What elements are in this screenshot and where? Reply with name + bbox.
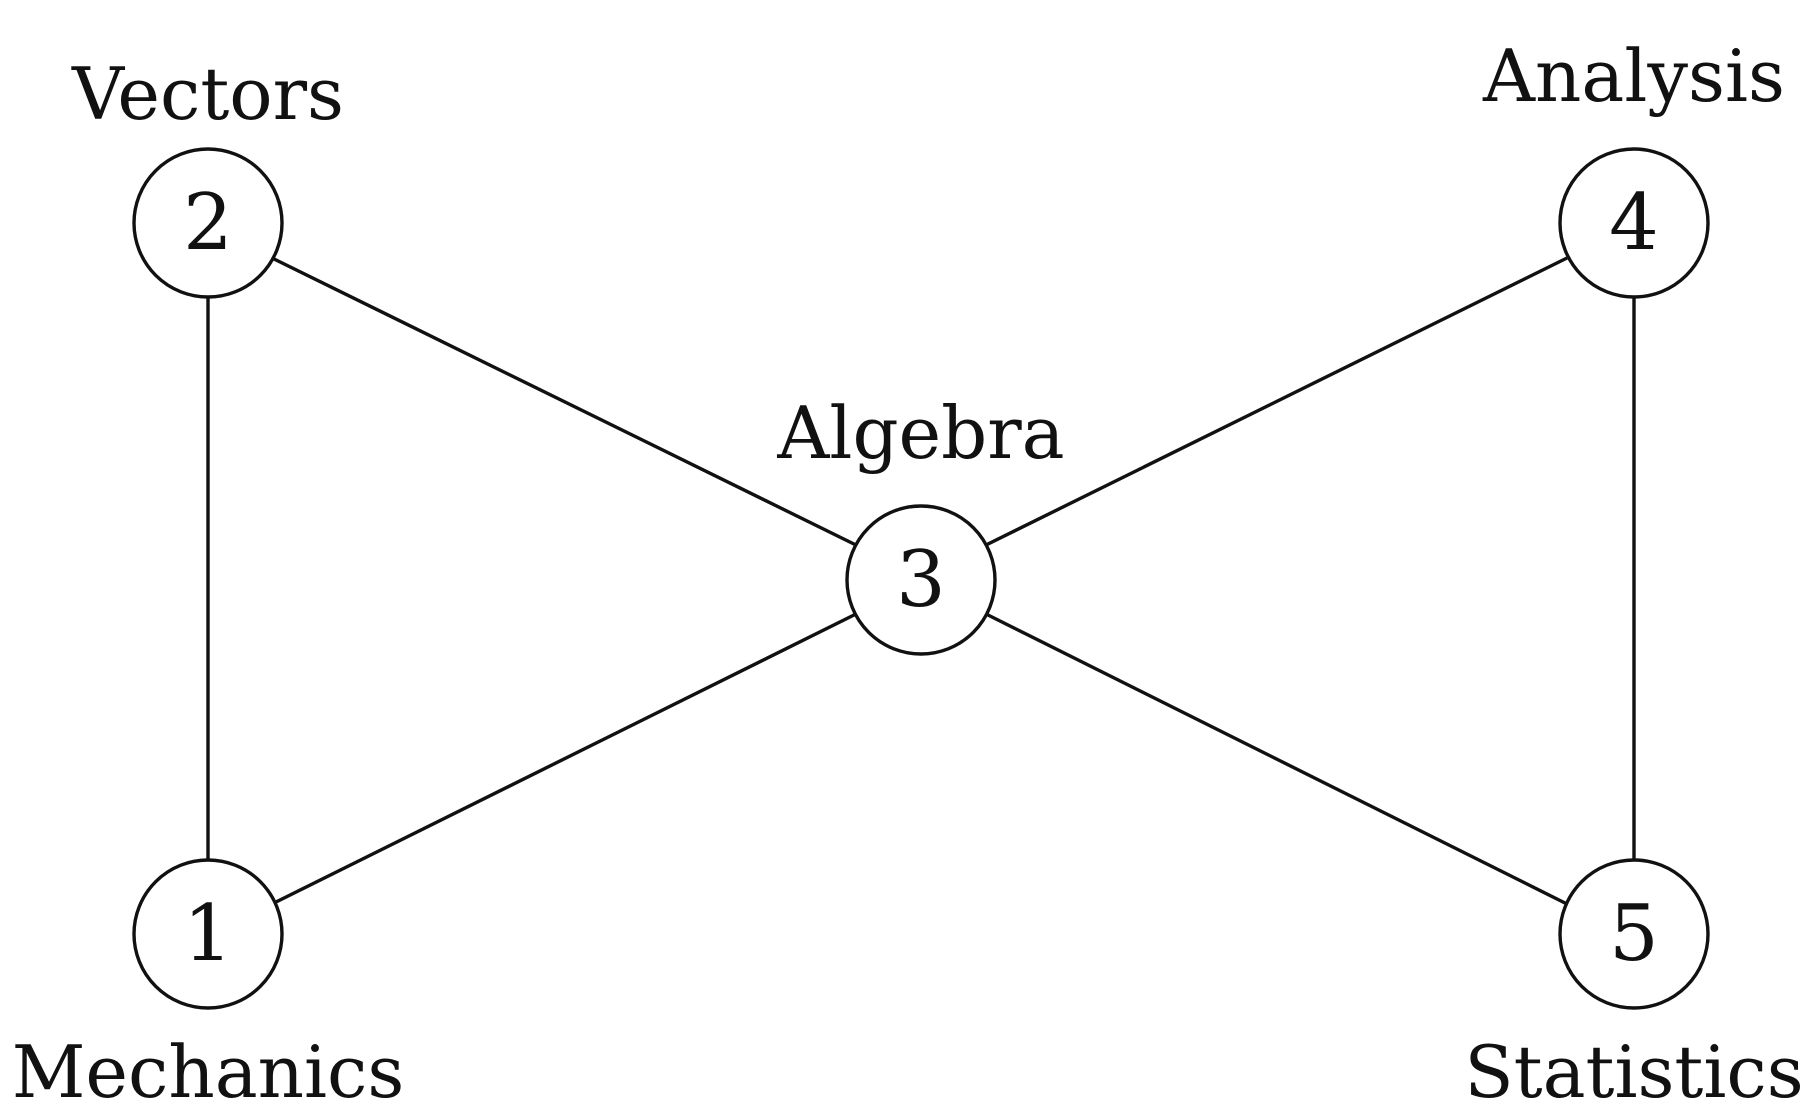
node-5: 5 Statistics (1464, 858, 1804, 1114)
node-1-circle (132, 858, 284, 1010)
edge-2-3 (271, 256, 859, 548)
node-5-number: 5 (1609, 889, 1659, 979)
node-1-label: Mechanics (12, 1030, 405, 1114)
node-3: 3 Algebra (776, 391, 1065, 656)
node-1: 1 Mechanics (12, 858, 405, 1114)
node-4-circle (1558, 147, 1710, 299)
node-5-label: Statistics (1464, 1030, 1803, 1114)
node-4: 4 Analysis (1482, 34, 1785, 299)
edge-1-3 (271, 611, 859, 906)
edge-3-4 (983, 256, 1568, 548)
node-4-label: Analysis (1482, 34, 1785, 118)
node-2: 2 Vectors (71, 52, 344, 299)
node-3-circle (845, 504, 997, 656)
node-2-circle (132, 147, 284, 299)
node-4-number: 4 (1609, 178, 1659, 268)
node-1-number: 1 (183, 889, 233, 979)
node-2-label: Vectors (71, 52, 344, 136)
edges-layer (206, 256, 1636, 906)
edge-3-5 (983, 611, 1568, 906)
node-2-number: 2 (183, 178, 233, 268)
node-3-number: 3 (896, 535, 946, 625)
node-5-circle (1558, 858, 1710, 1010)
node-3-label: Algebra (776, 391, 1064, 475)
